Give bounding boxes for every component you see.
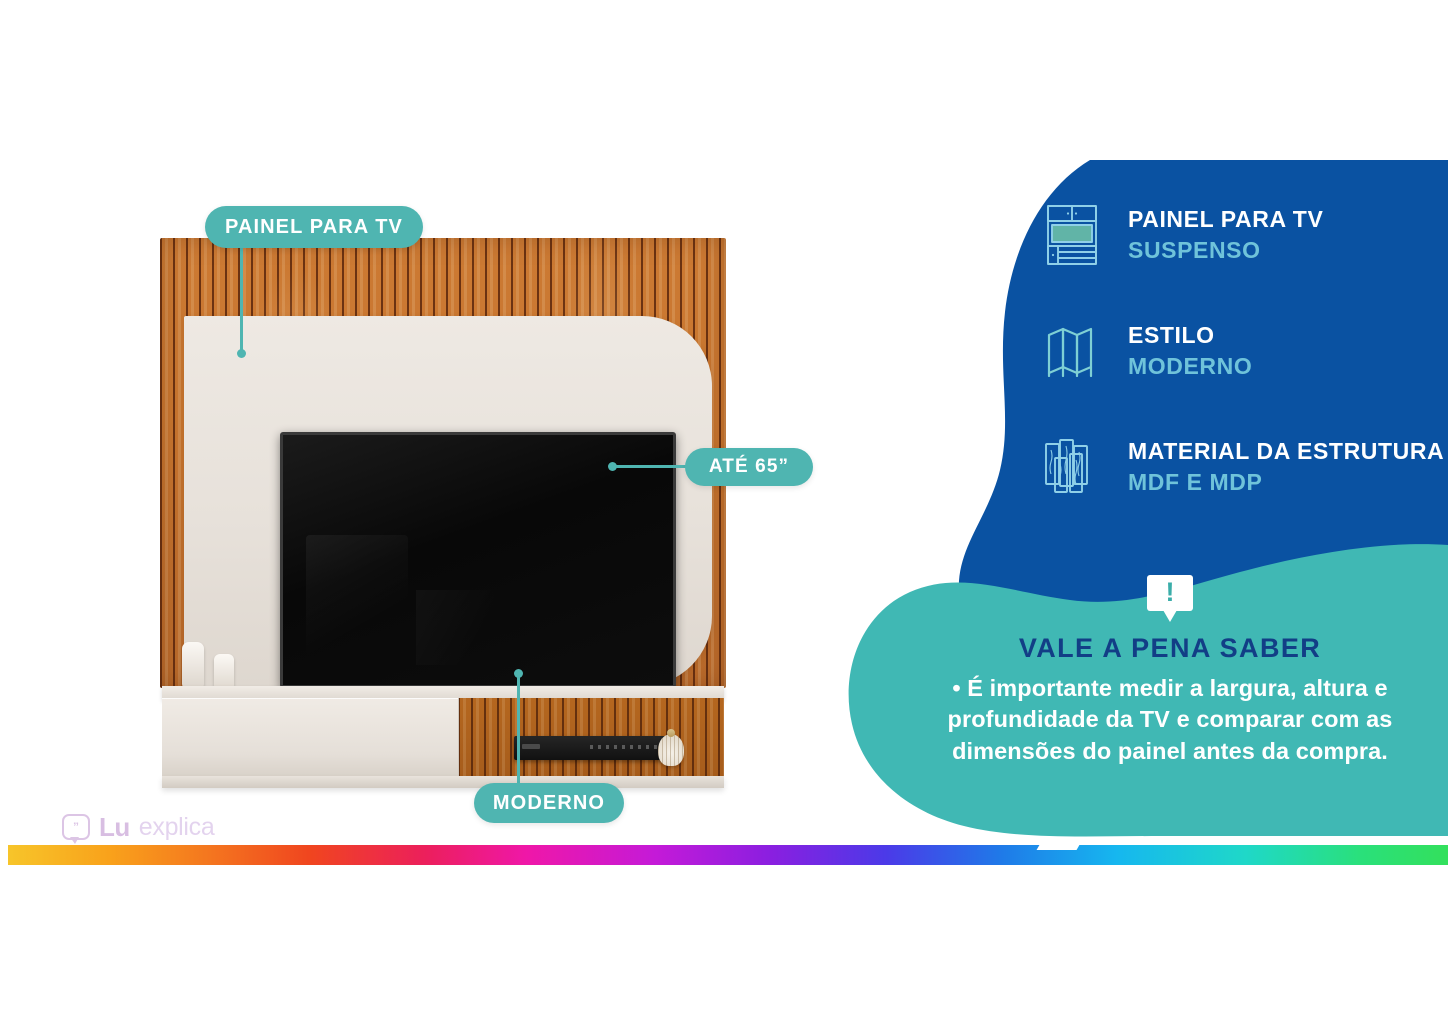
spec-text-panel-type: PAINEL PARA TV SUSPENSO — [1128, 205, 1324, 264]
tip-section: ! VALE A PENA SABER • É importante medir… — [905, 575, 1435, 767]
speech-bubble-shape: ! — [1147, 575, 1193, 622]
callout-connector-moderno — [517, 672, 520, 785]
spec-value-style: MODERNO — [1128, 352, 1253, 379]
chat-bubble-quote-icon: ” — [62, 814, 90, 844]
shelf-surface — [162, 686, 724, 700]
tv-screen — [280, 432, 676, 688]
callout-connector-ate65 — [613, 465, 689, 468]
callout-connector-painel — [240, 248, 243, 353]
bench-base — [162, 776, 724, 788]
open-niche — [458, 698, 724, 778]
specification-list: PAINEL PARA TV SUSPENSO ESTILO MODERNO — [1040, 200, 1448, 548]
folding-screen-icon — [1040, 316, 1104, 386]
wood-boards-icon — [1040, 432, 1104, 502]
callout-dot-moderno — [514, 669, 523, 678]
vase-tall — [182, 642, 204, 688]
spec-value-panel-type: SUSPENSO — [1128, 236, 1261, 263]
tv-panel-frame — [184, 316, 712, 688]
product-image — [160, 238, 726, 788]
screen-glare — [306, 535, 408, 655]
device-indicator-lights — [590, 745, 662, 749]
spec-row-material: MATERIAL DA ESTRUTURA MDF E MDP — [1040, 432, 1448, 502]
callout-badge-painel[interactable]: PAINEL PARA TV — [205, 206, 423, 248]
spec-value-material: MDF E MDP — [1128, 468, 1263, 495]
rainbow-footer-bar — [8, 845, 1448, 865]
screen-glare-secondary — [415, 590, 494, 665]
spec-row-style: ESTILO MODERNO — [1040, 316, 1448, 386]
logo-word-explica: explica — [138, 812, 215, 841]
vase-short — [214, 654, 234, 688]
tip-body: • É importante medir a largura, altura e… — [947, 675, 1393, 764]
exclamation-glyph: ! — [1165, 577, 1175, 607]
callout-badge-ate65[interactable]: ATÉ 65” — [685, 448, 813, 486]
quote-glyph: ” — [73, 820, 79, 834]
device-logo — [522, 744, 540, 749]
spec-text-style: ESTILO MODERNO — [1128, 321, 1253, 380]
callout-badge-moderno[interactable]: MODERNO — [474, 783, 624, 823]
spec-row-panel-type: PAINEL PARA TV SUSPENSO — [1040, 200, 1448, 270]
drawer-front — [162, 698, 459, 778]
rainbow-bar-notch — [1036, 838, 1084, 850]
spec-title-style: ESTILO — [1128, 321, 1215, 348]
exclamation-bubble-icon: ! — [1147, 575, 1193, 622]
tip-title: VALE A PENA SABER — [1018, 633, 1322, 663]
bench-unit — [162, 698, 724, 788]
callout-dot-painel — [237, 349, 246, 358]
spec-text-material: MATERIAL DA ESTRUTURA MDF E MDP — [1128, 437, 1445, 496]
tv-panel-icon — [1040, 200, 1104, 270]
spec-title-material: MATERIAL DA ESTRUTURA — [1128, 437, 1445, 464]
logo-word-lu: Lu — [99, 811, 130, 842]
callout-dot-ate65 — [608, 462, 617, 471]
decorative-ornament — [658, 729, 684, 766]
lu-explica-logo[interactable]: ” Lu explica — [62, 811, 215, 844]
spec-title-panel-type: PAINEL PARA TV — [1128, 205, 1324, 232]
soundbar-device — [514, 736, 674, 760]
